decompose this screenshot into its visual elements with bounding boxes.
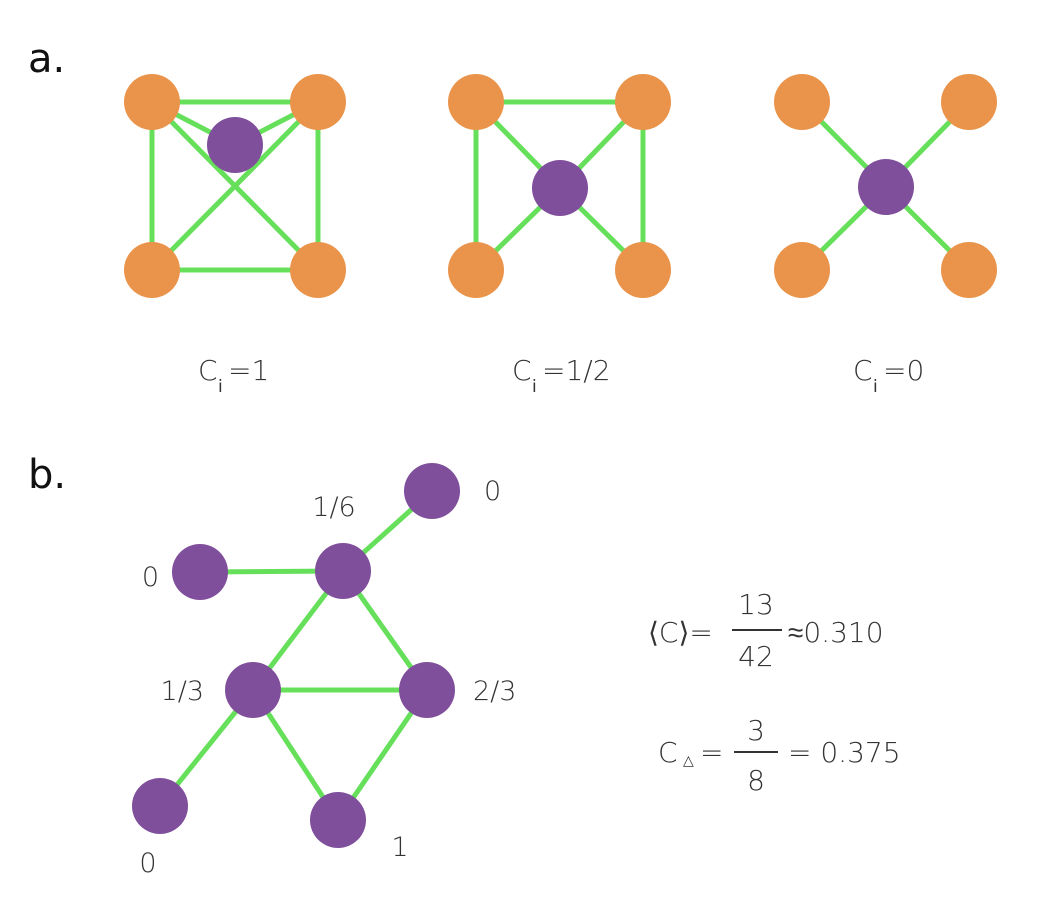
global-formula-lhs-main: C [658, 736, 678, 769]
panel-b-label: b. [28, 452, 66, 498]
graph-1-caption: C i =1 [198, 354, 269, 397]
network-node-n-hub [315, 543, 371, 599]
neighbor-node [124, 242, 180, 298]
average-formula-numerator: 13 [738, 588, 774, 621]
graph-2-caption-value: =1/2 [542, 354, 611, 387]
panel-a-label: a. [28, 36, 65, 82]
network-node-n-top [404, 463, 460, 519]
neighbor-node [774, 74, 830, 130]
graph-2-caption-sub: i [532, 377, 537, 397]
global-clustering-formula: C △ = 3 8 = 0.375 [658, 714, 901, 797]
graph-2-caption: C i =1/2 [512, 354, 611, 397]
graph-2 [448, 74, 671, 298]
center-node [532, 160, 588, 216]
network-nodes: 0 1/6 0 1/3 2/3 0 1 [132, 463, 516, 879]
graph-2-caption-main: C [512, 354, 532, 387]
neighbor-node [941, 74, 997, 130]
global-formula-denominator: 8 [747, 764, 765, 797]
average-formula-denominator: 42 [738, 640, 774, 673]
graph-3-caption-value: =0 [883, 354, 924, 387]
average-clustering-formula: ⟨C⟩= 13 42 ≈0.310 [648, 588, 884, 673]
network-node-n-bottom [310, 792, 366, 848]
node-coefficient-label: 0 [142, 562, 159, 593]
neighbor-node [124, 74, 180, 130]
neighbor-edge [149, 99, 321, 273]
neighbor-node [290, 242, 346, 298]
node-coefficient-label: 0 [139, 848, 156, 879]
graph-3-caption: C i =0 [853, 354, 924, 397]
center-node [858, 159, 914, 215]
graph-1-caption-main: C [198, 354, 218, 387]
network-node-n-left [172, 544, 228, 600]
global-formula-lhs-sub: △ [683, 753, 694, 769]
graph-3-caption-main: C [853, 354, 873, 387]
average-formula-lhs: ⟨C⟩= [648, 616, 713, 649]
neighbor-node [941, 242, 997, 298]
neighbor-node [774, 242, 830, 298]
neighbor-node [290, 74, 346, 130]
node-coefficient-label: 1 [391, 832, 408, 863]
center-node [207, 117, 263, 173]
neighbor-node [448, 242, 504, 298]
graph-1-caption-sub: i [218, 377, 223, 397]
panel-a-graphs [124, 74, 997, 298]
node-coefficient-label: 1/6 [312, 492, 355, 523]
global-formula-numerator: 3 [747, 714, 765, 747]
network-edges [157, 488, 435, 823]
node-coefficient-label: 0 [484, 476, 501, 507]
neighbor-node [448, 74, 504, 130]
node-coefficient-label: 1/3 [161, 676, 204, 707]
network-node-n-bottom-left [132, 778, 188, 834]
node-coefficient-label: 2/3 [473, 676, 516, 707]
network-node-n-mid-right [399, 662, 455, 718]
panel-b-network: 0 1/6 0 1/3 2/3 0 1 [132, 463, 516, 879]
graph-3 [774, 74, 997, 298]
global-formula-result: = 0.375 [788, 736, 901, 769]
graph-1 [124, 74, 346, 298]
global-formula-lhs-eq: = [700, 736, 723, 769]
graph-3-caption-sub: i [873, 377, 878, 397]
graph-1-caption-value: =1 [228, 354, 269, 387]
neighbor-node [615, 74, 671, 130]
neighbor-node [615, 242, 671, 298]
average-formula-result: ≈0.310 [788, 616, 884, 649]
network-node-n-mid-left [225, 662, 281, 718]
